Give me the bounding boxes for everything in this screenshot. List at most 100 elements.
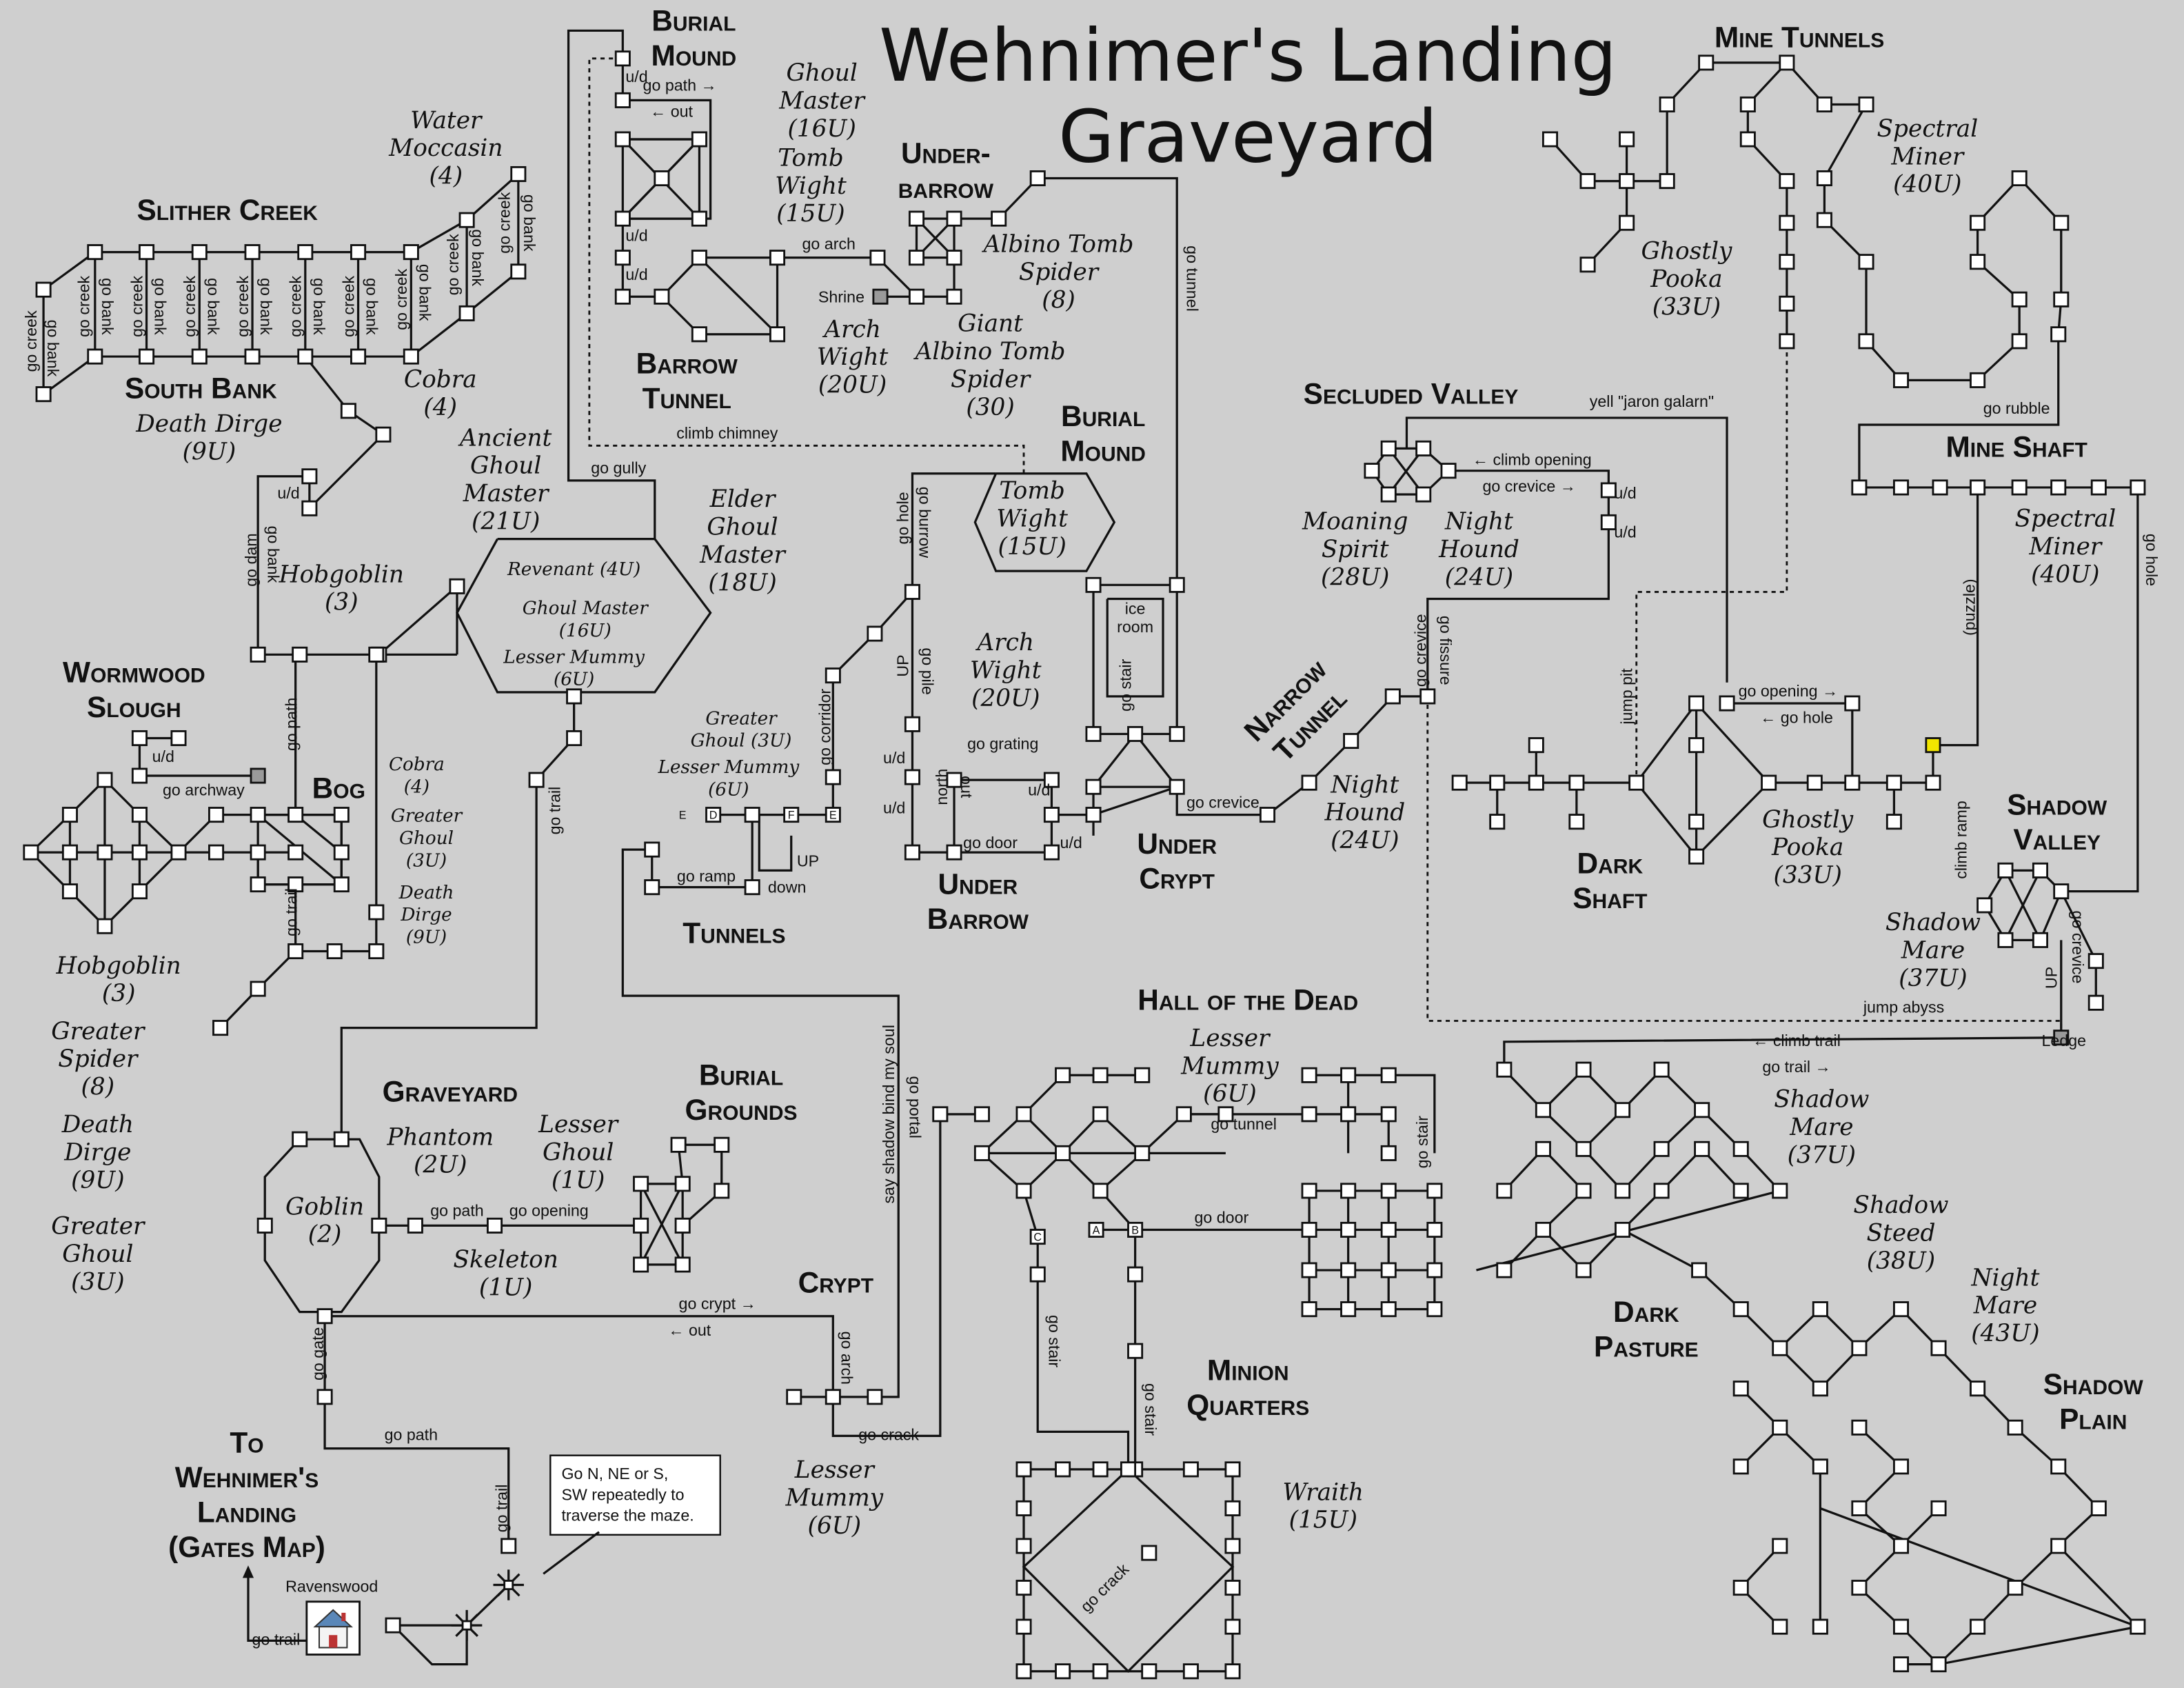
room-node[interactable] (1141, 1545, 1157, 1561)
room-node[interactable] (1812, 1618, 1828, 1635)
room-node[interactable] (633, 1256, 649, 1273)
room-node[interactable] (1739, 131, 1756, 148)
room-node[interactable] (1930, 1500, 1947, 1516)
room-node[interactable] (385, 1617, 401, 1634)
room-node[interactable] (1029, 1266, 1046, 1283)
room-node[interactable] (1970, 1380, 1986, 1397)
room-node[interactable] (674, 1256, 691, 1273)
room-node[interactable] (97, 772, 113, 788)
room-node[interactable] (1426, 1262, 1443, 1278)
room-node[interactable] (769, 250, 786, 266)
room-node[interactable] (1772, 1618, 1788, 1635)
room-node[interactable] (1055, 1145, 1071, 1161)
room-node[interactable] (2130, 479, 2146, 496)
room-node[interactable] (1568, 774, 1585, 791)
room-node[interactable] (1970, 372, 1986, 388)
room-node[interactable] (1779, 214, 1795, 231)
room-node[interactable] (244, 348, 261, 365)
room-node[interactable] (1301, 1183, 1317, 1199)
room-node[interactable] (744, 879, 760, 896)
room-node[interactable] (1169, 725, 1185, 742)
room-node[interactable] (1812, 1458, 1828, 1475)
room-node[interactable] (1085, 576, 1102, 593)
room-node[interactable] (208, 844, 225, 861)
room-node[interactable] (1380, 1106, 1397, 1123)
room-node[interactable] (1851, 479, 1868, 496)
room-node[interactable] (250, 844, 266, 861)
room-node[interactable] (1970, 214, 1986, 231)
room-node[interactable] (1088, 1221, 1104, 1238)
room-node[interactable] (1698, 54, 1715, 71)
room-node[interactable] (1496, 1262, 1513, 1278)
room-node[interactable] (2011, 479, 2028, 496)
room-node[interactable] (250, 646, 266, 663)
room-node[interactable] (1426, 1183, 1443, 1199)
room-node[interactable] (1340, 1067, 1357, 1083)
room-node[interactable] (1970, 1618, 1986, 1635)
room-node[interactable] (292, 1131, 308, 1147)
room-node[interactable] (1691, 1262, 1708, 1278)
room-node[interactable] (1340, 1301, 1357, 1318)
room-node[interactable] (403, 244, 419, 261)
room-node[interactable] (368, 646, 385, 663)
room-node[interactable] (973, 1106, 990, 1123)
room-node[interactable] (908, 210, 925, 227)
room-node[interactable] (1120, 1461, 1137, 1478)
room-node[interactable] (1542, 131, 1559, 148)
room-node[interactable] (375, 426, 392, 443)
room-node[interactable] (170, 730, 187, 747)
room-node[interactable] (1844, 774, 1861, 791)
room-node[interactable] (904, 583, 920, 600)
room-node[interactable] (1732, 1301, 1749, 1318)
room-node[interactable] (61, 883, 78, 900)
room-node[interactable] (614, 131, 631, 148)
room-node[interactable] (1175, 1106, 1192, 1123)
room-node[interactable] (991, 210, 1007, 227)
room-node[interactable] (1092, 1067, 1109, 1083)
room-node[interactable] (2032, 932, 2048, 948)
room-node[interactable] (131, 730, 148, 747)
room-node[interactable] (1419, 688, 1436, 705)
room-node[interactable] (1043, 772, 1060, 788)
room-node[interactable] (1092, 1183, 1109, 1199)
room-node[interactable] (1343, 733, 1359, 750)
room-node[interactable] (1694, 1141, 1710, 1157)
room-node[interactable] (566, 730, 583, 747)
room-node[interactable] (2087, 994, 2104, 1011)
room-node[interactable] (2050, 479, 2067, 496)
room-node[interactable] (1732, 1183, 1749, 1199)
room-node[interactable] (1615, 1102, 1631, 1118)
room-node[interactable] (191, 348, 208, 365)
room-node[interactable] (1340, 1262, 1357, 1278)
room-node[interactable] (333, 807, 350, 823)
room-node[interactable] (1217, 1106, 1234, 1123)
room-node[interactable] (1892, 1538, 1910, 1554)
room-node[interactable] (1970, 479, 1986, 496)
room-node[interactable] (2007, 1419, 2023, 1436)
room-node[interactable] (1976, 897, 1993, 914)
room-node[interactable] (1015, 1106, 1032, 1123)
room-node[interactable] (1779, 295, 1795, 312)
room-node[interactable] (1659, 96, 1675, 112)
room-node[interactable] (2090, 479, 2107, 496)
room-node[interactable] (61, 844, 78, 861)
room-node[interactable] (333, 844, 350, 861)
room-node[interactable] (449, 578, 465, 594)
room-node[interactable] (316, 1308, 333, 1325)
room-node[interactable] (1816, 96, 1832, 112)
room-node[interactable] (1301, 1262, 1317, 1278)
room-node[interactable] (1364, 463, 1380, 479)
room-node[interactable] (316, 1389, 333, 1405)
room-node[interactable] (2011, 333, 2028, 350)
room-node[interactable] (614, 250, 631, 266)
room-node[interactable] (1301, 1301, 1317, 1318)
room-node[interactable] (1619, 214, 1635, 231)
room-node[interactable] (1055, 1067, 1071, 1083)
room-node[interactable] (633, 1217, 649, 1234)
room-node[interactable] (1997, 932, 2014, 948)
room-node[interactable] (458, 212, 475, 228)
room-node[interactable] (1628, 774, 1645, 791)
room-node[interactable] (35, 281, 52, 298)
room-node[interactable] (2053, 883, 2070, 900)
room-node[interactable] (131, 883, 148, 900)
